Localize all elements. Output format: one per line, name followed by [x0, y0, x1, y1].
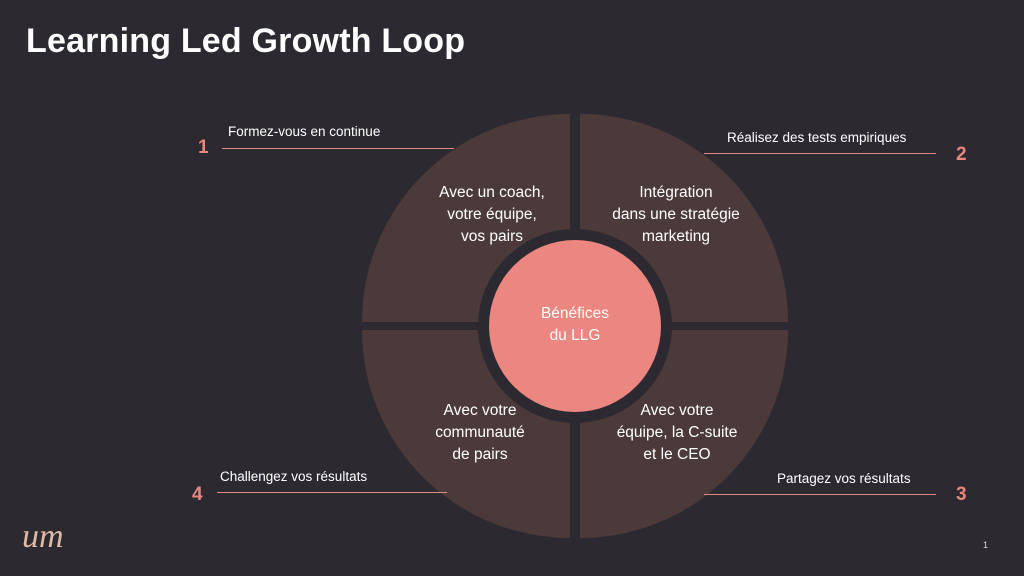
brand-logo: um	[22, 518, 64, 555]
quadrant-text-bottom-right: Avec votre équipe, la C-suite et le CEO	[616, 402, 738, 463]
step-line-4	[217, 492, 447, 493]
quadrant-text-top-right: Intégration dans une stratégie marketing	[612, 184, 740, 245]
step-label-1: Formez-vous en continue	[228, 124, 381, 139]
quadrant-text-bottom-left: Avec votre communauté de pairs	[435, 402, 525, 463]
step-number-1: 1	[198, 137, 209, 158]
step-number-2: 2	[956, 144, 967, 165]
step-label-4: Challengez vos résultats	[220, 469, 368, 484]
step-line-3	[704, 494, 936, 495]
step-line-2	[704, 153, 936, 154]
quadrant-text-top-left: Avec un coach, votre équipe, vos pairs	[439, 184, 545, 245]
step-number-4: 4	[192, 484, 203, 505]
center-text: Bénéfices du LLG	[540, 305, 610, 344]
page-title: Learning Led Growth Loop	[26, 22, 466, 60]
step-number-3: 3	[956, 484, 967, 505]
center-circle	[489, 240, 661, 412]
page-number: 1	[983, 540, 989, 550]
step-line-1	[222, 148, 454, 149]
step-label-3: Partagez vos résultats	[777, 471, 911, 486]
step-label-2: Réalisez des tests empiriques	[727, 130, 907, 145]
